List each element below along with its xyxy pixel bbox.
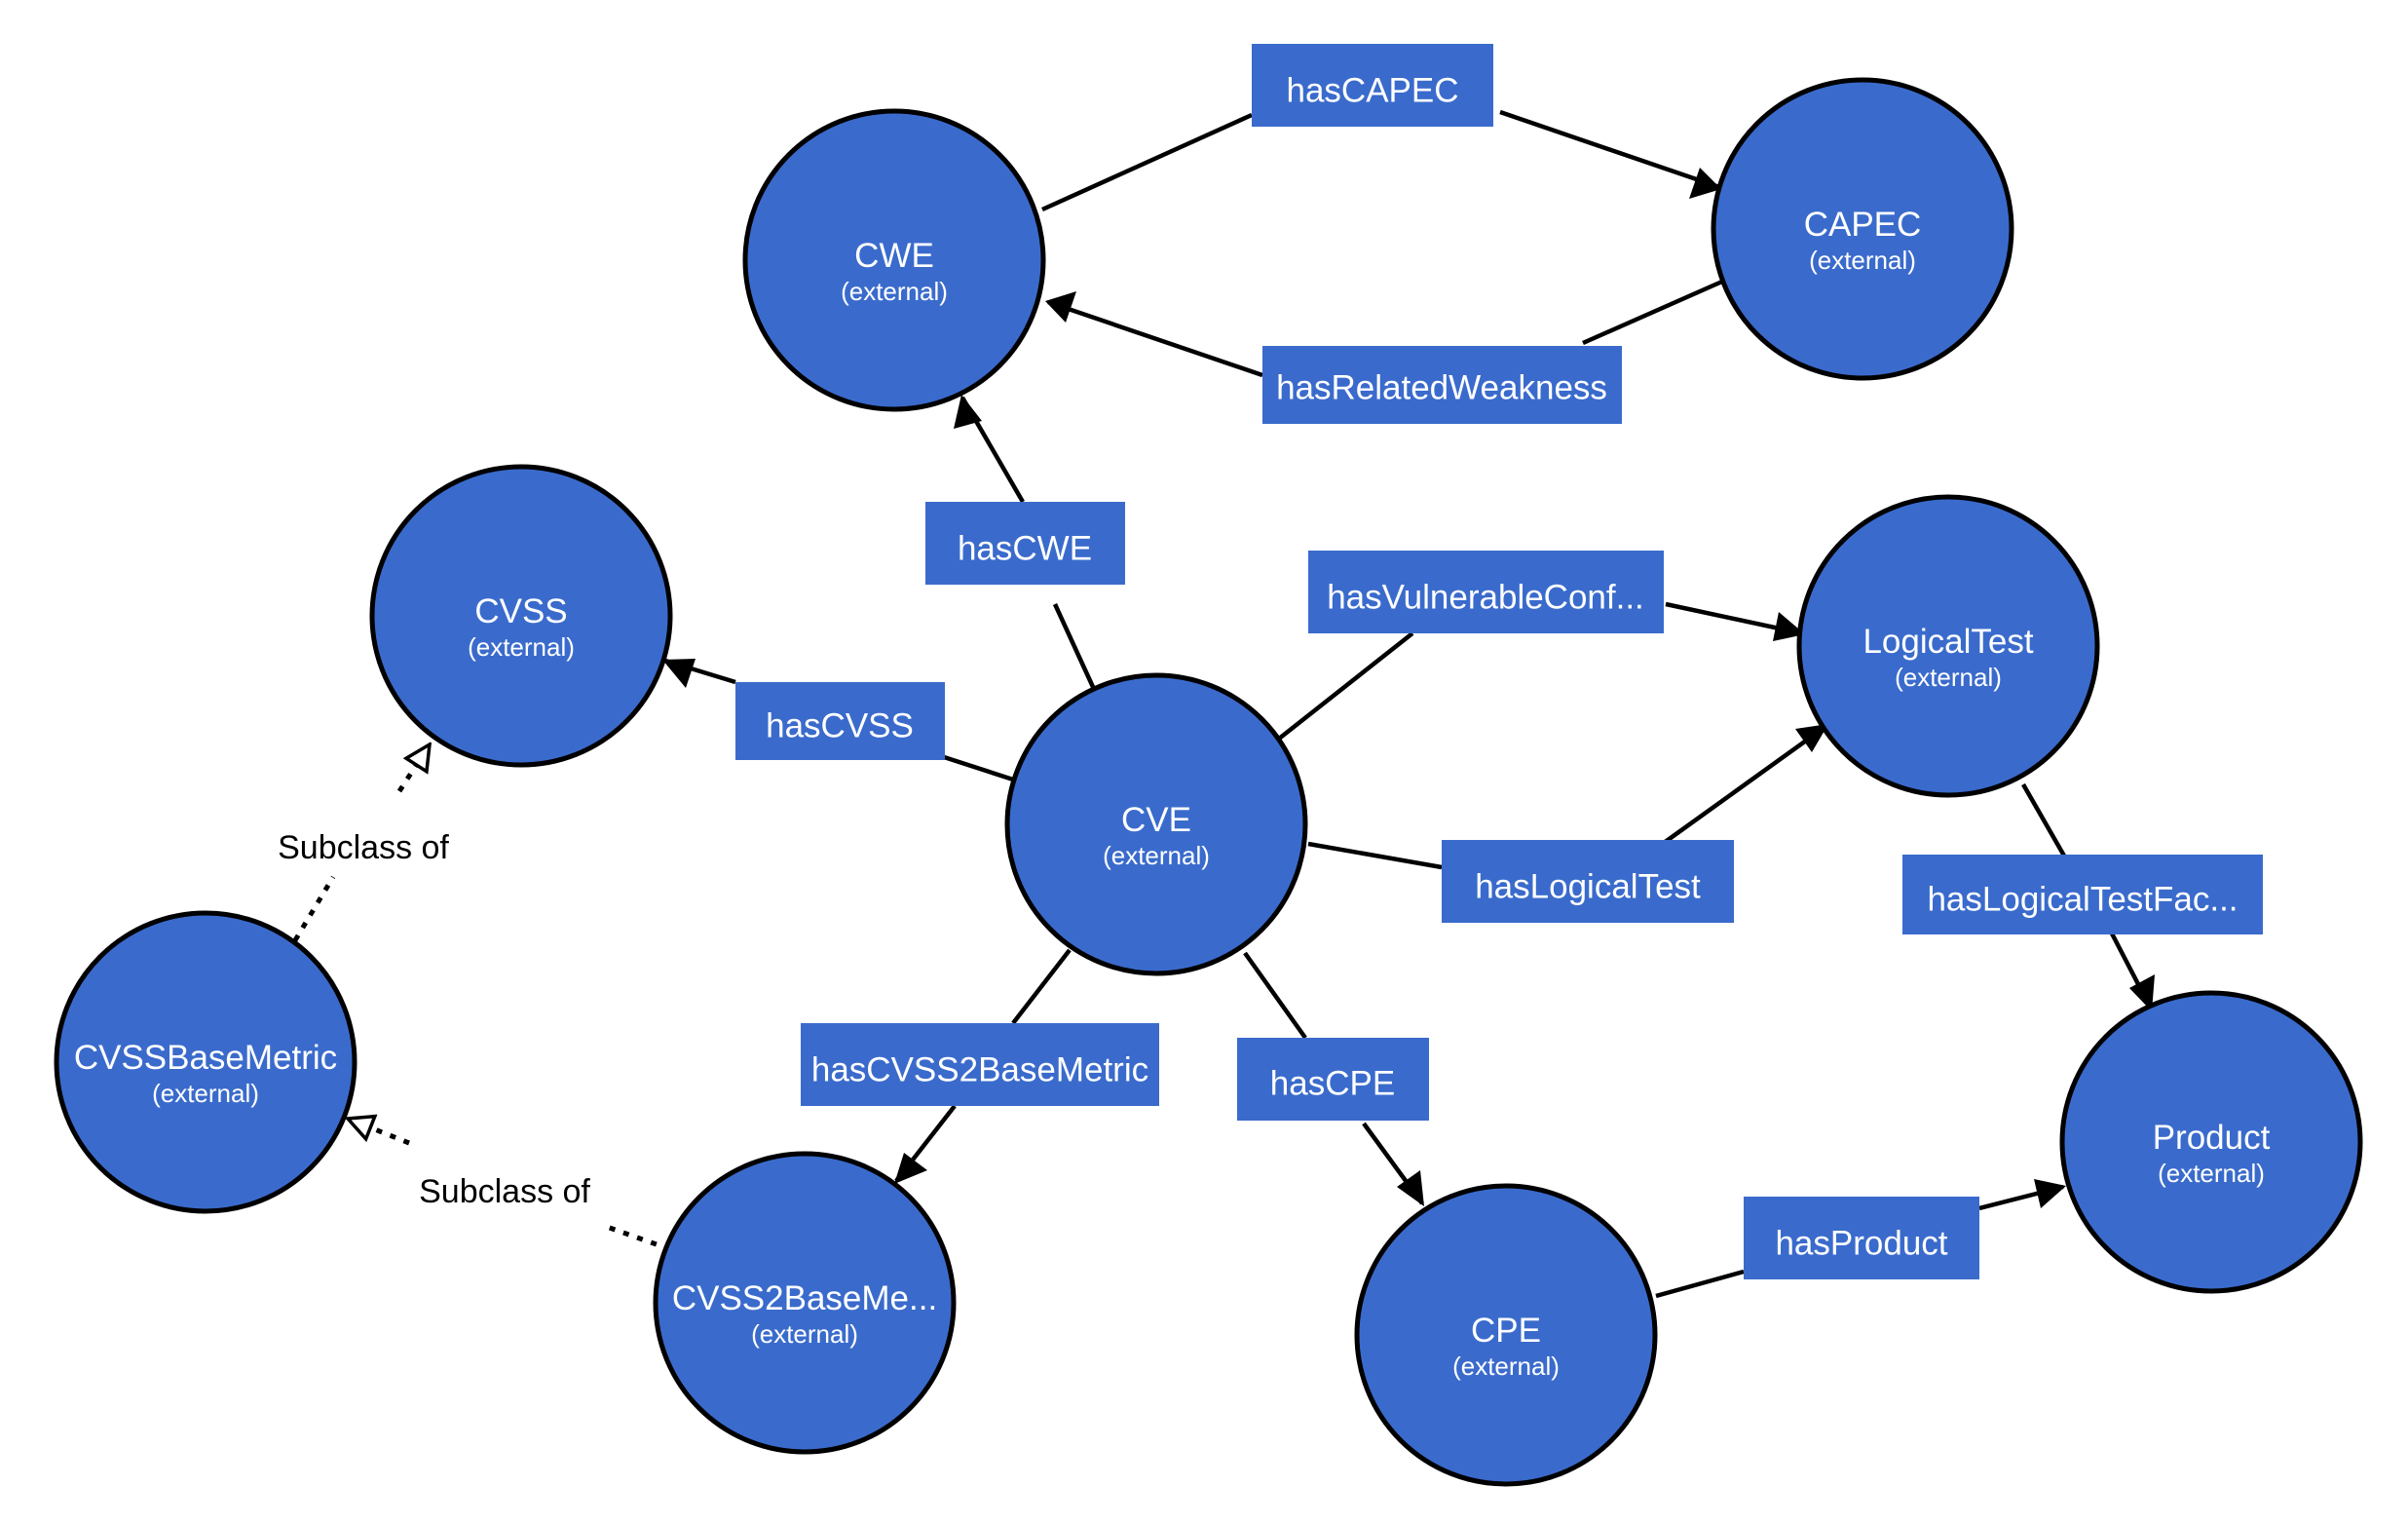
- edge-label-hascapec[interactable]: hasCAPEC: [1252, 44, 1493, 127]
- edge-label-text: hasCVSS: [766, 707, 914, 745]
- nodes: CWE (external) CAPEC (external) CVSS (ex…: [54, 77, 2363, 1487]
- edge-line-subclass-cvssbasemetric-upper: [348, 1119, 410, 1146]
- node-title: CAPEC: [1804, 206, 1922, 244]
- edge-label-hascpe[interactable]: hasCPE: [1237, 1038, 1429, 1121]
- subclass-label-cvss: Subclass of: [278, 829, 449, 866]
- node-title: CVSS2BaseMe...: [672, 1279, 937, 1317]
- node-title: CWE: [854, 237, 934, 275]
- edge-line-haslogicaltest: [1307, 724, 1828, 870]
- edge-line-subclass-cvss: [292, 875, 336, 942]
- node-title: LogicalTest: [1862, 623, 2033, 661]
- edge-label-text: hasCAPEC: [1286, 72, 1458, 110]
- arrowhead-hascapec: [1689, 168, 1721, 199]
- node-subtitle: (external): [751, 1319, 858, 1349]
- edge-label-hasproduct[interactable]: hasProduct: [1744, 1197, 1979, 1279]
- arrowhead-hascwe: [954, 395, 982, 429]
- edge-line-subclass-cvss-upper: [396, 744, 430, 793]
- edge-labels: hasCAPEC hasRelatedWeakness hasCWE hasCV…: [278, 44, 2263, 1279]
- edge-line-hasrelatedweakness: [1047, 278, 1725, 378]
- node-subtitle: (external): [2158, 1159, 2265, 1188]
- arrowhead-hasvulnerableconf: [1773, 612, 1805, 641]
- node-title: CVSSBaseMetric: [74, 1039, 337, 1077]
- node-title: Product: [2153, 1119, 2271, 1157]
- edge-label-text: hasLogicalTest: [1475, 868, 1701, 906]
- node-title: CPE: [1471, 1312, 1541, 1350]
- node-cvss[interactable]: CVSS (external): [369, 464, 673, 768]
- node-logicaltest[interactable]: LogicalTest (external): [1796, 494, 2100, 798]
- edge-label-hasvulnerableconf[interactable]: hasVulnerableConf...: [1308, 551, 1664, 633]
- node-subtitle: (external): [841, 277, 948, 306]
- arrowhead-hascvss: [662, 659, 696, 688]
- edge-label-haslogicaltest[interactable]: hasLogicalTest: [1442, 840, 1734, 923]
- edge-label-hascvss2basemetric[interactable]: hasCVSS2BaseMetric: [801, 1023, 1159, 1106]
- edge-label-haslogicaltestfac[interactable]: hasLogicalTestFac...: [1902, 855, 2263, 934]
- node-subtitle: (external): [1895, 663, 2002, 692]
- node-cpe[interactable]: CPE (external): [1354, 1183, 1658, 1487]
- node-title: CVE: [1121, 801, 1191, 839]
- subclass-label-cvssbasemetric: Subclass of: [419, 1173, 590, 1210]
- edge-label-text: hasProduct: [1775, 1225, 1947, 1263]
- edge-line-hascapec: [1041, 109, 1720, 212]
- edge-label-hascvss[interactable]: hasCVSS: [735, 682, 945, 760]
- node-subtitle: (external): [152, 1079, 259, 1108]
- node-cvssbasemetric[interactable]: CVSSBaseMetric (external): [54, 910, 357, 1214]
- arrowhead-hascvss2basemetric: [894, 1153, 927, 1184]
- edge-label-text: hasCPE: [1270, 1065, 1395, 1103]
- node-title: CVSS: [474, 592, 567, 630]
- edge-line-subclass-cvssbasemetric: [603, 1223, 671, 1252]
- node-subtitle: (external): [1809, 246, 1916, 275]
- arrowhead-haslogicaltestfac: [2129, 974, 2155, 1011]
- edge-label-text: hasCWE: [958, 530, 1092, 568]
- node-subtitle: (external): [468, 632, 575, 662]
- node-capec[interactable]: CAPEC (external): [1711, 77, 2014, 381]
- edge-label-text: hasCVSS2BaseMetric: [811, 1051, 1148, 1089]
- node-cvss2basemetric[interactable]: CVSS2BaseMe... (external): [653, 1151, 957, 1455]
- node-cve[interactable]: CVE (external): [1004, 672, 1308, 976]
- edge-lines: [292, 109, 2155, 1299]
- node-cwe[interactable]: CWE (external): [742, 108, 1046, 412]
- arrowhead-hasrelatedweakness: [1045, 291, 1076, 323]
- arrowhead-hasproduct: [2034, 1179, 2066, 1208]
- edge-label-hasrelatedweakness[interactable]: hasRelatedWeakness: [1262, 346, 1622, 424]
- edge-label-text: hasRelatedWeakness: [1276, 369, 1607, 407]
- node-subtitle: (external): [1103, 841, 1210, 870]
- edge-label-hascwe[interactable]: hasCWE: [925, 502, 1125, 585]
- arrowhead-haslogicaltest: [1795, 724, 1828, 752]
- node-product[interactable]: Product (external): [2059, 990, 2363, 1294]
- edge-label-text: hasLogicalTestFac...: [1927, 881, 2238, 919]
- node-subtitle: (external): [1452, 1352, 1560, 1381]
- edge-label-text: hasVulnerableConf...: [1327, 579, 1644, 617]
- arrowhead-hascpe: [1397, 1170, 1424, 1206]
